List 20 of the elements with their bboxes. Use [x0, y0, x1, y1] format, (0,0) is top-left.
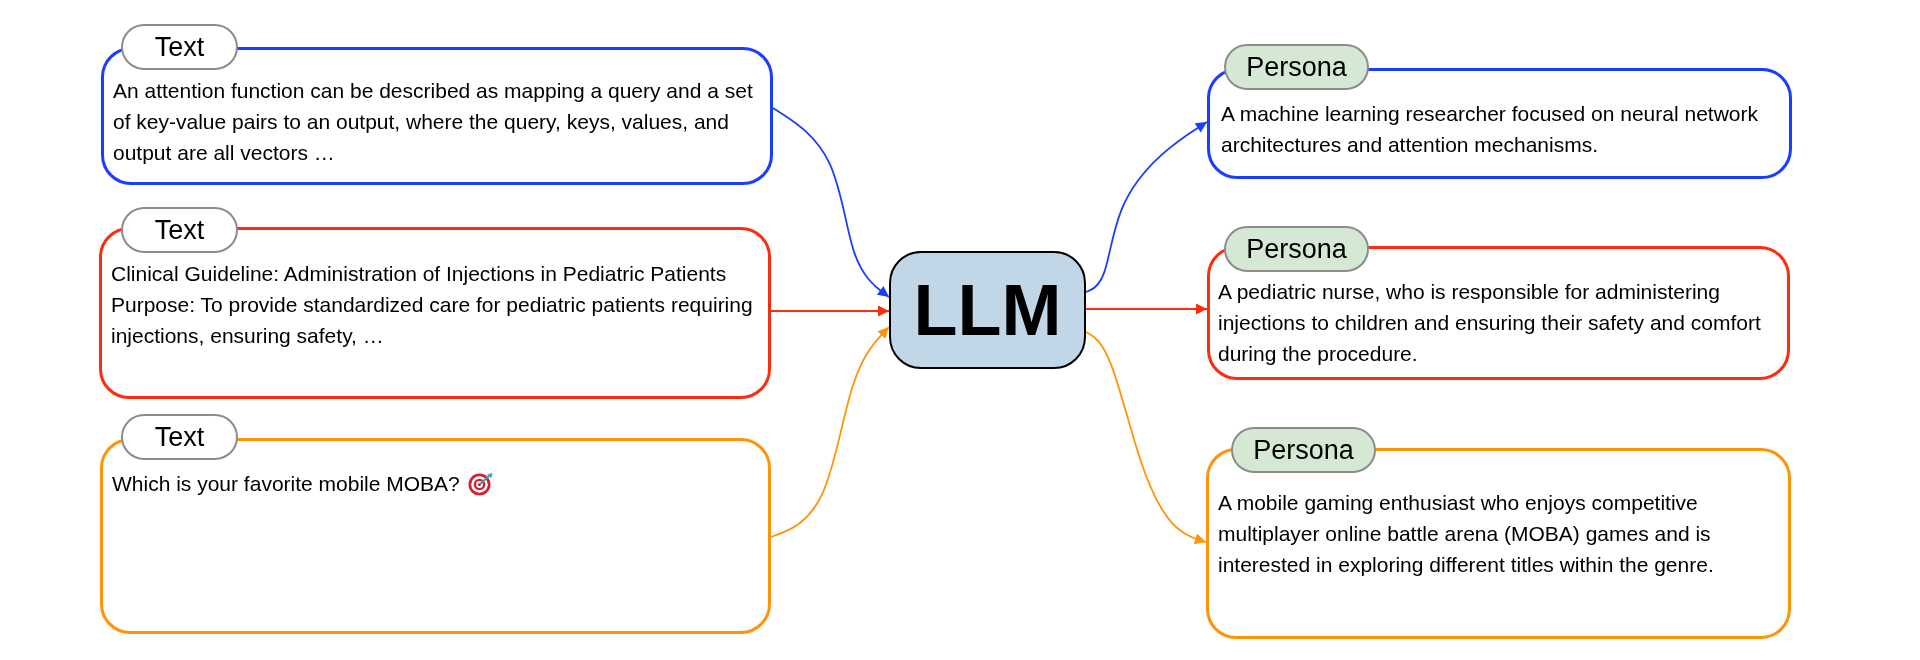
- body-text: A mobile gaming enthusiast who enjoys competitive multiplayer online battle arena (MOBA) games and is interested in exploring different titles within the genre.: [1218, 490, 1715, 578]
- arrow: [1085, 331, 1207, 545]
- category-tag: Text: [121, 207, 238, 253]
- arrow: [1085, 303, 1208, 315]
- body-text: A pediatric nurse, who is responsible for administering injections to children and ensuring their safety and comfort during the procedure.: [1218, 279, 1762, 367]
- category-tag: Persona: [1224, 44, 1369, 90]
- body-text: Clinical Guideline: Administration of Injections in Pediatric Patients: [111, 261, 728, 287]
- body-text: Purpose: To provide standardized care for pediatric patients requiring injections, ensuring safety, …: [111, 292, 754, 349]
- body-text: Which is your favorite mobile MOBA?: [112, 471, 460, 497]
- arrow: [1085, 121, 1208, 293]
- body-text: A machine learning researcher focused on neural network architectures and attention mechanisms.: [1221, 101, 1759, 158]
- category-tag: Text: [121, 24, 238, 70]
- category-tag: Persona: [1231, 427, 1376, 473]
- model-box: LLM: [889, 251, 1086, 369]
- body-text: An attention function can be described as mapping a query and a set of key-value pairs to an output, where the query, keys, values, and output are all vectors …: [113, 78, 754, 166]
- arrow: [770, 326, 890, 538]
- category-tag: Persona: [1224, 226, 1369, 272]
- arrow: [772, 107, 890, 298]
- category-tag: Text: [121, 414, 238, 460]
- arrow: [770, 305, 890, 317]
